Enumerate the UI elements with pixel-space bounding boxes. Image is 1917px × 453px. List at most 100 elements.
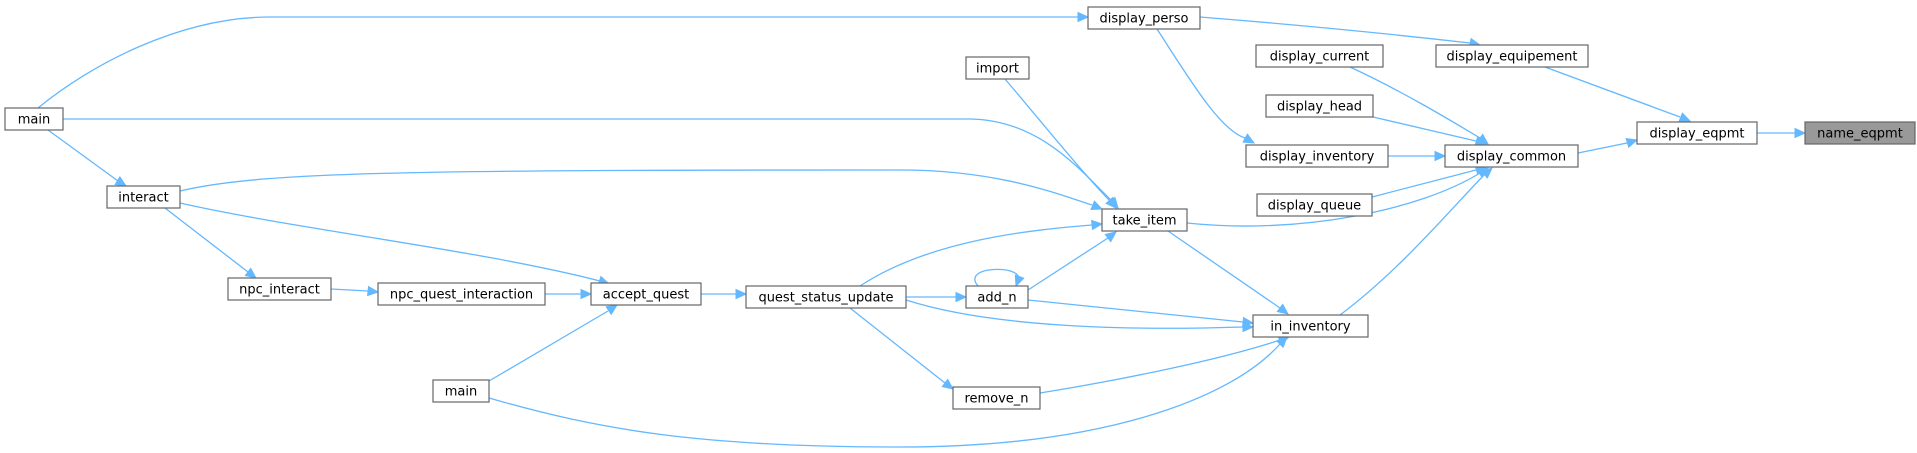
edge-display-common-to-display-eqpmt-arrowhead bbox=[1625, 137, 1639, 149]
edge-display-perso-to-display-inventory-arrowhead bbox=[1242, 133, 1256, 144]
edge-import-to-take-item bbox=[1004, 78, 1111, 202]
edge-main2-to-in-inventory-arrowhead bbox=[1275, 336, 1288, 349]
edge-main1-to-display-perso bbox=[37, 16, 1078, 109]
node-label: accept_quest bbox=[603, 288, 689, 303]
edge-interact-to-npc-interact-arrowhead bbox=[244, 267, 257, 279]
edge-interact-to-take-item bbox=[179, 169, 1093, 206]
node-name-eqpmt[interactable]: name_eqpmt bbox=[1804, 121, 1916, 145]
node-take-item[interactable]: take_item bbox=[1101, 208, 1188, 232]
node-display-inventory[interactable]: display_inventory bbox=[1245, 144, 1389, 168]
node-box bbox=[4, 107, 64, 131]
node-quest-status-update[interactable]: quest_status_update bbox=[745, 285, 907, 309]
node-box bbox=[1435, 44, 1589, 68]
node-box bbox=[1636, 121, 1758, 145]
node-display-current[interactable]: display_current bbox=[1255, 44, 1384, 68]
edge-interact-to-npc-interact bbox=[164, 207, 249, 273]
node-label: take_item bbox=[1113, 214, 1177, 229]
edge-display-queue-to-display-common bbox=[1371, 169, 1477, 198]
node-display-head[interactable]: display_head bbox=[1265, 94, 1374, 118]
node-box bbox=[1804, 121, 1916, 145]
edge-quest-status-update-to-take-item-arrowhead bbox=[1091, 219, 1104, 231]
node-in-inventory[interactable]: in_inventory bbox=[1252, 314, 1369, 338]
edge-npc-interact-to-npc-quest-interaction-arrowhead bbox=[367, 285, 380, 297]
node-display-equipement[interactable]: display_equipement bbox=[1435, 44, 1589, 68]
node-box bbox=[965, 56, 1030, 80]
node-box bbox=[377, 282, 546, 306]
node-label: quest_status_update bbox=[758, 291, 893, 306]
edge-main1-to-interact-arrowhead bbox=[114, 175, 128, 187]
node-box bbox=[1245, 144, 1389, 168]
node-npc-interact[interactable]: npc_interact bbox=[227, 277, 332, 301]
edge-add-n-self-loop bbox=[974, 268, 1019, 287]
node-label: add_n bbox=[977, 291, 1016, 306]
edge-quest-status-update-to-remove-n-arrowhead bbox=[941, 378, 954, 390]
edge-quest-status-update-to-add-n-arrowhead bbox=[955, 291, 968, 303]
node-accept-quest[interactable]: accept_quest bbox=[590, 282, 702, 306]
node-label: display_queue bbox=[1268, 199, 1361, 214]
node-box bbox=[1265, 94, 1374, 118]
node-box bbox=[1255, 44, 1384, 68]
edge-display-common-to-display-eqpmt bbox=[1577, 142, 1628, 154]
node-npc-quest-interaction[interactable]: npc_quest_interaction bbox=[377, 282, 546, 306]
node-label: npc_quest_interaction bbox=[390, 288, 533, 303]
node-box bbox=[1444, 144, 1579, 168]
node-box bbox=[745, 285, 907, 309]
node-label: npc_interact bbox=[239, 283, 320, 298]
node-label: display_inventory bbox=[1260, 150, 1375, 165]
node-box bbox=[1101, 208, 1188, 232]
node-display-eqpmt[interactable]: display_eqpmt bbox=[1636, 121, 1758, 145]
node-display-queue[interactable]: display_queue bbox=[1256, 193, 1373, 217]
edge-display-perso-to-display-equipement bbox=[1199, 16, 1471, 44]
node-label: main bbox=[445, 385, 477, 400]
edge-interact-to-accept-quest bbox=[179, 202, 601, 282]
node-add-n[interactable]: add_n bbox=[965, 285, 1029, 309]
edge-interact-to-take-item-arrowhead bbox=[1090, 200, 1104, 210]
edge-main1-to-interact bbox=[47, 129, 119, 182]
edge-quest-status-update-to-take-item bbox=[859, 224, 1093, 287]
edge-display-head-to-display-common bbox=[1372, 116, 1477, 142]
node-label: display_perso bbox=[1100, 12, 1189, 27]
edge-take-item-to-in-inventory bbox=[1167, 230, 1281, 309]
node-box bbox=[952, 386, 1041, 410]
graph-nodes: name_eqpmt display_eqpmt display_equipemen… bbox=[4, 6, 1916, 410]
node-remove-n[interactable]: remove_n bbox=[952, 386, 1041, 410]
node-box bbox=[590, 282, 702, 306]
node-display-perso[interactable]: display_perso bbox=[1087, 6, 1201, 30]
node-box bbox=[965, 285, 1029, 309]
node-main2[interactable]: main bbox=[432, 379, 490, 403]
node-label: interact bbox=[118, 191, 169, 206]
node-import[interactable]: import bbox=[965, 56, 1030, 80]
edge-main1-to-take-item-arrowhead bbox=[1107, 196, 1119, 209]
edge-take-item-to-in-inventory-arrowhead bbox=[1276, 303, 1289, 315]
edge-display-equipement-to-display-eqpmt-arrowhead bbox=[1678, 112, 1692, 122]
edge-main2-to-accept-quest-arrowhead bbox=[605, 304, 619, 316]
node-box bbox=[1256, 193, 1373, 217]
node-box bbox=[227, 277, 332, 301]
edge-add-n-to-take-item bbox=[1027, 237, 1109, 291]
node-label: display_head bbox=[1277, 100, 1362, 115]
edge-add-n-to-take-item-arrowhead bbox=[1104, 231, 1117, 243]
node-interact[interactable]: interact bbox=[106, 185, 181, 209]
node-label: name_eqpmt bbox=[1817, 127, 1903, 142]
node-label: remove_n bbox=[964, 392, 1028, 407]
node-box bbox=[432, 379, 490, 403]
edge-display-equipement-to-display-eqpmt bbox=[1544, 66, 1681, 118]
node-label: in_inventory bbox=[1270, 320, 1351, 335]
edge-quest-status-update-to-in-inventory bbox=[905, 299, 1244, 329]
edge-quest-status-update-to-remove-n bbox=[849, 307, 946, 384]
node-box bbox=[1087, 6, 1201, 30]
node-label: display_equipement bbox=[1446, 50, 1577, 65]
edge-main2-to-accept-quest bbox=[488, 310, 609, 382]
edge-add-n-self-loop-arrowhead bbox=[1014, 274, 1025, 288]
node-box bbox=[1252, 314, 1369, 338]
edge-display-perso-to-display-inventory bbox=[1156, 28, 1246, 139]
edge-quest-status-update-to-in-inventory-arrowhead bbox=[1242, 321, 1255, 333]
edge-display-current-to-display-common bbox=[1349, 66, 1481, 139]
edge-display-inventory-to-display-common-arrowhead bbox=[1434, 150, 1447, 162]
edge-main1-to-display-perso-arrowhead bbox=[1077, 11, 1090, 23]
edge-remove-n-to-in-inventory bbox=[1039, 339, 1281, 394]
edge-add-n-to-in-inventory bbox=[1027, 299, 1244, 323]
node-main1[interactable]: main bbox=[4, 107, 64, 131]
node-display-common[interactable]: display_common bbox=[1444, 144, 1579, 168]
